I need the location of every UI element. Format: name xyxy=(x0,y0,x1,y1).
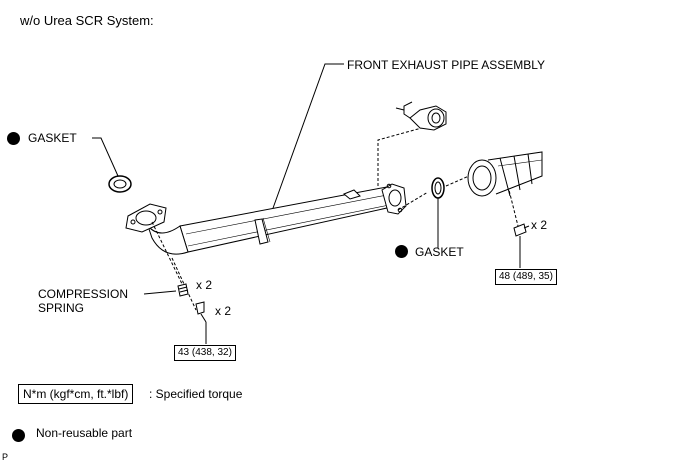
footer-code: P xyxy=(2,452,9,462)
label-front-exhaust-pipe: FRONT EXHAUST PIPE ASSEMBLY xyxy=(347,58,546,72)
front-pipe-body xyxy=(179,185,397,253)
gasket-left-ring xyxy=(108,175,132,193)
torque-box-right: 48 (489, 35) xyxy=(495,269,557,285)
legend-torque-desc: : Specified torque xyxy=(149,387,243,401)
label-qty-bolt-right: x 2 xyxy=(531,218,548,232)
label-compression-spring-2: SPRING xyxy=(38,301,85,315)
center-pipe xyxy=(467,151,543,197)
upper-right-part xyxy=(395,101,447,131)
spring-shape xyxy=(177,283,189,297)
gasket-right-ring xyxy=(431,177,445,199)
nonreusable-dot-gasket-left xyxy=(7,132,20,145)
legend-nonreusable-text: Non-reusable part xyxy=(36,426,133,440)
legend-torque-units-box: N*m (kgf*cm, ft.*lbf) xyxy=(18,384,134,404)
label-compression-spring-1: COMPRESSION xyxy=(38,287,129,301)
label-gasket-left: GASKET xyxy=(28,131,77,145)
label-qty-spring: x 2 xyxy=(196,278,213,292)
page-title: w/o Urea SCR System: xyxy=(20,13,154,28)
torque-box-left: 43 (438, 32) xyxy=(174,345,236,361)
legend-nonreusable-dot xyxy=(12,429,25,442)
leader-front-pipe xyxy=(267,63,344,223)
label-qty-bolt-left: x 2 xyxy=(215,304,232,318)
bolt-right-shape xyxy=(513,223,530,237)
bolt-left-shape xyxy=(195,301,207,323)
label-gasket-right: GASKET xyxy=(415,245,464,259)
nonreusable-dot-gasket-right xyxy=(395,245,408,258)
